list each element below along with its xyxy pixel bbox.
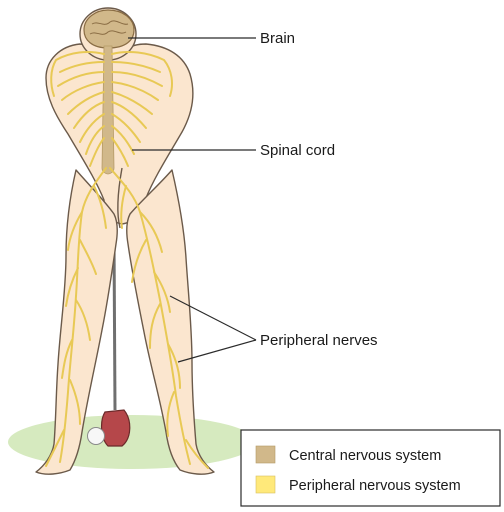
- golf-club-shaft: [114, 240, 115, 410]
- golf-ball: [88, 428, 105, 445]
- peripheral-nerves-label: Peripheral nerves: [260, 332, 378, 349]
- golf-club-head: [102, 410, 130, 446]
- legend: Central nervous system Peripheral nervou…: [241, 430, 500, 506]
- spinal-cord-label: Spinal cord: [260, 142, 335, 159]
- human-body: [36, 8, 214, 474]
- legend-swatch-pns: [256, 476, 275, 493]
- brain-label: Brain: [260, 30, 295, 47]
- legend-label-cns: Central nervous system: [289, 448, 441, 464]
- brain-shape: [84, 10, 134, 48]
- grass-ground: [8, 415, 256, 469]
- legend-label-pns: Peripheral nervous system: [289, 478, 461, 494]
- legend-box: [241, 430, 500, 506]
- legend-swatch-cns: [256, 446, 275, 463]
- spinal-cord-shape: [102, 46, 114, 174]
